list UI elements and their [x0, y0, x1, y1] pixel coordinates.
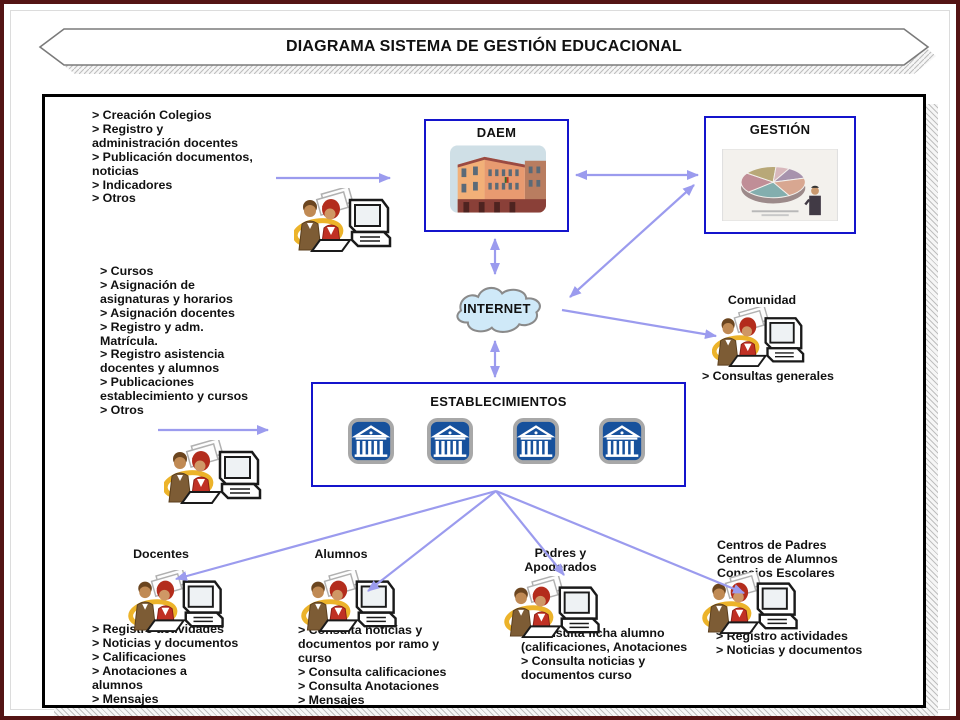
- list-line: Matrícula.: [100, 333, 158, 348]
- list-line: > Consulta noticias y: [521, 653, 646, 668]
- list-line: alumnos: [92, 677, 143, 692]
- daem-title: DAEM: [476, 125, 517, 140]
- users-computer-icon-docentes: [128, 570, 228, 632]
- list-line: > Otros: [100, 403, 144, 418]
- list-line: administración docentes: [92, 135, 238, 150]
- list-line: > Consulta Anotaciones: [298, 678, 440, 693]
- centros-list: > Registro actividades> Noticias y docum…: [716, 629, 863, 658]
- gestion-pie-chart-image: [721, 149, 839, 221]
- comunidad-list: > Consultas generales: [702, 369, 834, 384]
- list-line: > Publicación documentos,: [92, 149, 253, 164]
- list-line: docentes y alumnos: [100, 361, 220, 376]
- list-line: > Indicadores: [92, 177, 173, 192]
- title-banner: [38, 28, 936, 74]
- padres-label: Padres y Apoderados: [524, 546, 597, 574]
- gestion-title: GESTIÓN: [749, 122, 811, 137]
- users-computer-icon-padres: [504, 576, 604, 638]
- list-line: > Anotaciones a: [92, 663, 187, 678]
- internet-label: INTERNET: [463, 301, 531, 316]
- list-line: > Consulta calificaciones: [298, 664, 447, 679]
- list-line: Centros de Padres: [717, 538, 827, 552]
- users-computer-icon-comunidad: [712, 307, 808, 367]
- daem-building-image: [450, 145, 546, 213]
- list-line: documentos curso: [521, 667, 632, 682]
- users-computer-icon-centros: [702, 572, 802, 634]
- bank-icon: [599, 418, 645, 464]
- list-line: > Publicaciones: [100, 375, 195, 390]
- list-line: > Calificaciones: [92, 649, 187, 664]
- comunidad-label: Comunidad: [727, 293, 797, 307]
- list-line: > Noticias y documentos: [92, 635, 239, 650]
- docentes-list: > Registro actividades> Noticias y docum…: [92, 622, 239, 706]
- list-line: > Registro y: [92, 121, 164, 136]
- list-line: asignaturas y horarios: [100, 291, 233, 306]
- list-line: > Registro y adm.: [100, 319, 204, 334]
- list-line: > Asignación de: [100, 277, 195, 292]
- list-line: > Asignación docentes: [100, 305, 235, 320]
- banner-shape: [38, 28, 930, 66]
- users-computer-icon-admin: [294, 188, 394, 252]
- bank-icon: [513, 418, 559, 464]
- list-line: > Noticias y documentos: [716, 642, 863, 657]
- establecimientos-title: ESTABLECIMIENTOS: [430, 394, 567, 409]
- alumnos-label: Alumnos: [314, 547, 368, 561]
- list-line: > Creación Colegios: [92, 108, 212, 122]
- list-line: > Cursos: [100, 264, 154, 278]
- list-line: > Otros: [92, 191, 136, 206]
- docentes-label: Docentes: [133, 547, 189, 561]
- bank-icon: [427, 418, 473, 464]
- users-computer-icon-alumnos: [301, 570, 401, 632]
- list-line: (calificaciones, Anotaciones: [521, 639, 688, 654]
- list-line: > Mensajes: [298, 692, 365, 707]
- list-line: Centros de Alumnos: [717, 551, 838, 566]
- list-line: > Registro asistencia: [100, 347, 225, 362]
- list-line: > Mensajes: [92, 691, 159, 706]
- page-title: DIAGRAMA SISTEMA DE GESTIÓN EDUCACIONAL: [286, 38, 682, 55]
- list-line: noticias: [92, 163, 139, 178]
- list-line: curso: [298, 650, 332, 665]
- list-line: > Consultas generales: [702, 369, 834, 383]
- list-line: establecimiento y cursos: [100, 389, 249, 404]
- bank-icon: [348, 418, 394, 464]
- list-line: documentos por ramo y: [298, 636, 440, 651]
- users-computer-icon-school: [164, 440, 264, 504]
- internet-cloud: [456, 287, 541, 333]
